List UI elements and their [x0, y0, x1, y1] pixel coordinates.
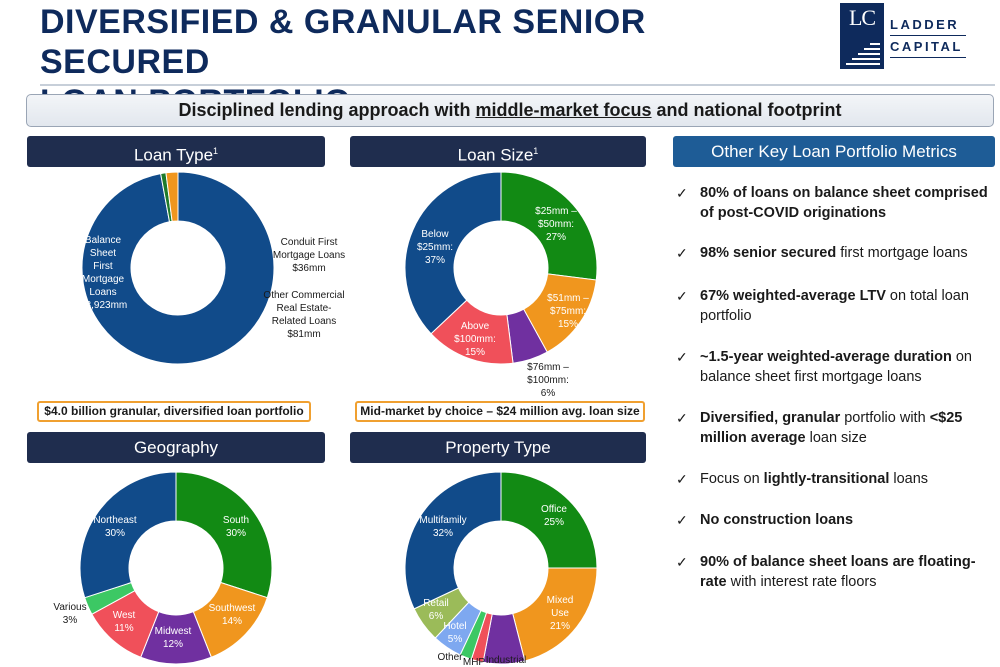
metric-text: 67% weighted-average LTV on total loan p…	[700, 286, 1000, 326]
slice-label-conduit: Conduit First Mortgage Loans $36mm	[272, 237, 346, 274]
loan-size-callout: Mid-market by choice – $24 million avg. …	[355, 401, 645, 422]
loan-size-donut-chart	[404, 171, 598, 365]
slice-label-mhp: MHP	[462, 657, 486, 667]
section-header-metrics: Other Key Loan Portfolio Metrics	[673, 136, 995, 167]
banner-emphasis: middle-market focus	[475, 100, 652, 120]
slice-label-northeast: Northeast 30%	[93, 515, 137, 539]
metric-text-bold: 90% of balance sheet loans are floating-…	[700, 554, 976, 590]
logo-wordmark: LADDER CAPITAL	[890, 14, 966, 58]
slice-label-76-100: $76mm – $100mm: 6%	[527, 362, 569, 399]
slice-label-midwest: Midwest 12%	[154, 626, 192, 650]
geography-donut-chart	[79, 471, 273, 665]
slice-label-balance-sheet: Balance Sheet First Mortgage Loans $3,92…	[80, 235, 128, 311]
slice-label-south: South 30%	[222, 515, 250, 539]
checkmark-icon: ✓	[676, 349, 688, 365]
summary-banner: Disciplined lending approach with middle…	[26, 94, 994, 127]
metric-text-bold: <$25 million average	[700, 410, 963, 446]
metric-text-bold: ~1.5-year weighted-average duration	[700, 349, 952, 365]
donut-slice	[175, 471, 273, 599]
slice-label-mixed-use: Mixed Use 21%	[546, 595, 574, 632]
slice-label-51-75: $51mm – $75mm: 15%	[547, 293, 589, 330]
slice-label-other-cre: Other Commercial Real Estate-Related Loa…	[263, 290, 345, 340]
section-header-loan-size: Loan Size1	[350, 136, 646, 167]
section-header-property-type: Property Type	[350, 432, 646, 463]
slice-label-above-100: Above $100mm: 15%	[454, 321, 496, 358]
metric-text-bold: 67% weighted-average LTV	[700, 288, 886, 304]
slice-label-multifamily: Multifamily 32%	[419, 515, 467, 539]
metric-text-regular: with interest rate floors	[726, 574, 877, 590]
metric-text: 90% of balance sheet loans are floating-…	[700, 552, 1000, 592]
section-header-loan-type: Loan Type1	[27, 136, 325, 167]
metric-text: Focus on lightly-transitional loans	[700, 469, 1000, 489]
logo-mark: LC	[840, 3, 884, 69]
metric-text: 98% senior secured first mortgage loans	[700, 243, 1000, 263]
footnote-mark: 1	[213, 146, 219, 156]
metric-text: ~1.5-year weighted-average duration on b…	[700, 347, 1000, 387]
slice-label-office: Office 25%	[541, 504, 567, 528]
slice-label-retail: Retail 6%	[423, 598, 449, 622]
checkmark-icon: ✓	[676, 245, 688, 261]
slice-label-hotel: Hotel 5%	[443, 621, 467, 645]
ladder-capital-logo: LC LADDER CAPITAL	[840, 3, 966, 69]
logo-word-2: CAPITAL	[890, 39, 963, 54]
donut-slice	[404, 471, 502, 610]
metric-text-regular: portfolio with	[840, 410, 930, 426]
footnote-mark: 1	[533, 146, 539, 156]
slice-label-industrial: Industrial	[485, 655, 527, 666]
donut-slice	[165, 171, 179, 222]
section-title: Loan Size	[457, 145, 534, 165]
section-title: Geography	[133, 438, 219, 457]
donut-slice	[81, 171, 275, 365]
checkmark-icon: ✓	[676, 554, 688, 570]
donut-slice	[404, 171, 502, 335]
metric-text-bold: 80% of loans on balance sheet comprised …	[700, 185, 988, 221]
slice-label-other: Other	[437, 652, 463, 663]
checkmark-icon: ✓	[676, 288, 688, 304]
logo-rule	[890, 35, 966, 36]
metric-text-regular: first mortgage loans	[836, 245, 968, 261]
title-divider	[40, 84, 995, 86]
donut-slice	[79, 471, 177, 599]
metric-text-regular: on balance sheet first mortgage loans	[700, 349, 972, 385]
slice-label-west: West 11%	[112, 610, 136, 634]
metric-text-regular: Focus on	[700, 471, 764, 487]
donut-slice	[512, 567, 598, 662]
metric-text-regular: loan size	[805, 430, 867, 446]
metric-text: 80% of loans on balance sheet comprised …	[700, 183, 1000, 223]
logo-rule-bottom	[890, 57, 966, 58]
donut-slice	[500, 471, 598, 569]
stairs-icon	[846, 31, 880, 65]
checkmark-icon: ✓	[676, 512, 688, 528]
metric-text-bold: 98% senior secured	[700, 245, 837, 261]
metric-text: No construction loans	[700, 510, 1000, 530]
checkmark-icon: ✓	[676, 471, 688, 487]
checkmark-icon: ✓	[676, 410, 688, 426]
section-title: Property Type	[445, 438, 551, 457]
logo-monogram: LC	[848, 5, 876, 30]
slice-label-southwest: Southwest 14%	[208, 603, 256, 627]
metric-text-bold: Diversified, granular	[700, 410, 841, 426]
donut-slice	[500, 171, 598, 281]
loan-type-callout: $4.0 billion granular, diversified loan …	[37, 401, 311, 422]
metric-text-regular: loans	[889, 471, 929, 487]
checkmark-icon: ✓	[676, 185, 688, 201]
metric-text-bold: lightly-transitional	[763, 471, 890, 487]
slice-label-various: Various 3%	[53, 602, 87, 626]
banner-text-pre: Disciplined lending approach with	[178, 100, 476, 120]
metric-text-regular: on total loan portfolio	[700, 288, 969, 324]
metric-text-bold: No construction loans	[700, 512, 854, 528]
slice-label-below-25: Below $25mm: 37%	[416, 229, 454, 266]
property-type-donut-chart	[404, 471, 598, 665]
slice-label-25-50: $25mm – $50mm: 27%	[535, 206, 577, 243]
loan-type-donut-chart	[81, 171, 275, 365]
section-header-geography: Geography	[27, 432, 325, 463]
section-title: Other Key Loan Portfolio Metrics	[711, 142, 957, 161]
metric-text: Diversified, granular portfolio with <$2…	[700, 408, 1000, 448]
logo-word-1: LADDER	[890, 17, 960, 32]
banner-text-post: and national footprint	[651, 100, 842, 120]
title-line-1: DIVERSIFIED & GRANULAR SENIOR SECURED	[40, 3, 646, 81]
section-title: Loan Type	[133, 145, 214, 165]
